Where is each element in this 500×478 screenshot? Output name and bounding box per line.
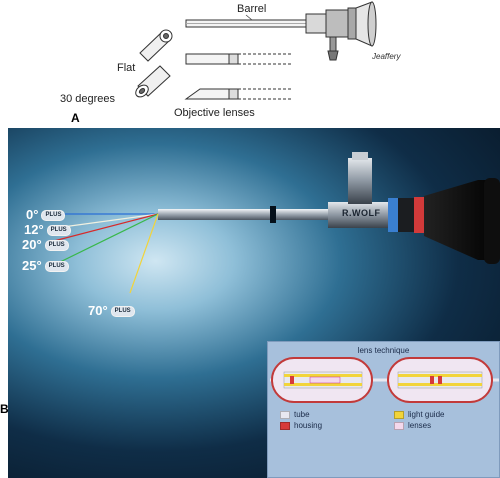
brand-label: R.WOLF xyxy=(342,208,381,218)
barrel-tube xyxy=(185,19,307,28)
endoscope-body xyxy=(328,152,500,264)
legend-label: lenses xyxy=(408,421,432,430)
angle-value: 0° xyxy=(26,207,39,222)
legend-label: tube xyxy=(294,410,310,419)
right-cutaway xyxy=(387,357,493,403)
angle-value: 25° xyxy=(22,258,42,273)
flat-objective-tube xyxy=(185,53,292,65)
lens-technique-inset: lens technique tube housing light guide … xyxy=(267,341,500,478)
thirty-degrees-label: 30 degrees xyxy=(60,93,116,105)
light-ray xyxy=(49,213,159,243)
left-cutaway xyxy=(271,357,373,403)
endoscope-shaft xyxy=(158,206,328,223)
plus-badge: PLUS xyxy=(46,225,71,237)
legend-housing: housing xyxy=(280,421,322,430)
plus-badge: PLUS xyxy=(44,240,69,252)
light-guide-swatch xyxy=(394,410,404,419)
light-ray xyxy=(129,213,159,294)
light-ray xyxy=(55,213,159,265)
angle-label-0: 0°PLUS xyxy=(26,207,66,222)
angle-label-20: 20°PLUS xyxy=(22,237,69,252)
endoscope-line-drawing xyxy=(135,1,377,100)
objective-lenses-label: Objective lenses xyxy=(174,107,255,119)
panel-b-letter: B xyxy=(0,402,9,416)
legend-light-guide: light guide xyxy=(394,410,444,419)
eyepiece-body xyxy=(305,1,377,61)
legend-tube: tube xyxy=(280,410,310,419)
endoscope-illustration xyxy=(46,152,500,294)
plus-badge: PLUS xyxy=(44,261,69,273)
angled-objective-tube xyxy=(184,88,292,100)
tube-swatch xyxy=(280,410,290,419)
plus-badge: PLUS xyxy=(41,210,66,222)
flat-tip xyxy=(139,29,173,62)
angle-label-12: 12°PLUS xyxy=(24,222,71,237)
angle-value: 12° xyxy=(24,222,44,237)
legend-lenses: lenses xyxy=(394,421,431,430)
angled-tip xyxy=(135,65,171,98)
inset-title: lens technique xyxy=(357,346,410,355)
housing-swatch xyxy=(280,421,290,430)
angle-label-25: 25°PLUS xyxy=(22,258,69,273)
legend-label: housing xyxy=(294,421,323,430)
plus-badge: PLUS xyxy=(110,306,135,318)
angle-value: 20° xyxy=(22,237,42,252)
lenses-swatch xyxy=(394,421,404,430)
artist-signature: Jeaffery xyxy=(372,52,401,61)
barrel-label: Barrel xyxy=(237,3,267,15)
angle-label-70: 70°PLUS xyxy=(88,303,135,318)
panel-a-letter: A xyxy=(71,111,80,125)
legend-label: light guide xyxy=(408,410,445,419)
flat-label: Flat xyxy=(117,62,136,74)
angle-value: 70° xyxy=(88,303,108,318)
lens-cross-section xyxy=(270,357,499,403)
